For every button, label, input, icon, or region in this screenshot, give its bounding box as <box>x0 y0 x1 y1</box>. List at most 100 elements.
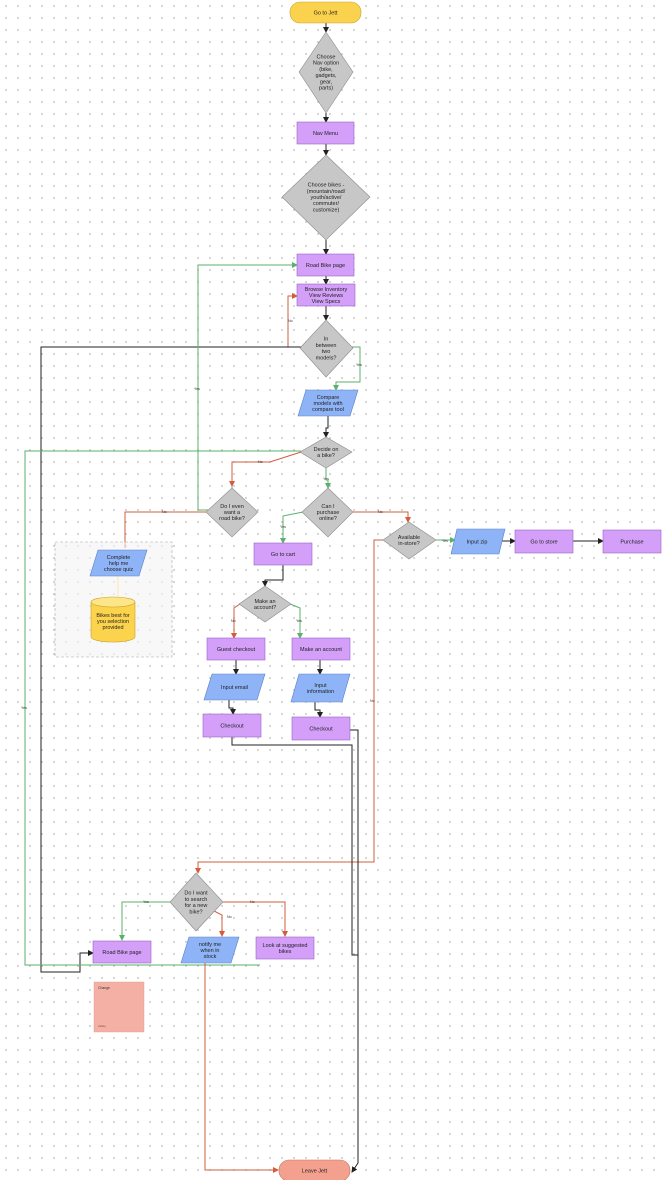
edges <box>24 23 604 1173</box>
edge-in-between-yes <box>333 346 361 391</box>
edge-can-purchase-no <box>352 511 411 523</box>
decision-choose-bikes[interactable]: Choose bikes -(mountain/road/youth/activ… <box>281 154 371 241</box>
process-purchase[interactable]: Purchase <box>602 529 662 554</box>
terminal-leave-jett[interactable]: Leave Jett <box>278 1159 351 1180</box>
node-label: Go to Jett <box>314 11 338 17</box>
sticky-note-title: Change <box>98 986 110 990</box>
edge-label-yes: Yes <box>194 387 200 391</box>
node-label: Choose bikes -(mountain/road/youth/activ… <box>307 183 346 214</box>
node-label: Road Bike page <box>306 263 345 269</box>
edge-compare-to-decide <box>323 416 329 438</box>
terminal-go-to-jett[interactable]: Go to Jett <box>289 1 362 24</box>
edge-can-purchase-yes <box>280 511 304 544</box>
edge-decide-yes <box>325 468 331 489</box>
edge-notify-to-leave <box>204 963 279 1173</box>
sticky-note-footer: Ashley <box>98 1024 106 1028</box>
edge-labels: No Yes No Yes Yes No Yes No Yes No Yes N… <box>21 319 448 919</box>
node-label: Nav Menu <box>313 131 338 137</box>
edge-decide-no <box>229 451 302 487</box>
edge-label-no: No <box>227 915 232 919</box>
process-make-an-account[interactable]: Make an account <box>291 637 351 661</box>
edge-available-no <box>195 539 383 874</box>
edge-label-no: No <box>162 510 167 514</box>
edge-label-yes: Yes <box>280 525 286 529</box>
edge-search-no-suggested <box>222 901 288 937</box>
edge-label-yes: Yes <box>143 900 149 904</box>
edge-label-yes: Yes <box>296 619 302 623</box>
edge-make-account-yes <box>289 603 303 639</box>
process-guest-checkout[interactable]: Guest checkout <box>206 637 266 661</box>
process-go-to-cart[interactable]: Go to cart <box>253 542 313 566</box>
process-nav-menu[interactable]: Nav Menu <box>296 121 355 145</box>
process-go-to-store[interactable]: Go to store <box>514 529 574 554</box>
node-label: Checkout <box>309 727 333 733</box>
io-input-zip[interactable]: Input zip <box>450 528 506 555</box>
edge-label-yes: Yes <box>21 706 27 710</box>
edge-decide-left-long <box>24 450 301 966</box>
edge-label-yes: Yes <box>323 477 329 481</box>
edge-label-no: No <box>288 319 293 323</box>
edge-cart-to-make-account-q <box>262 565 284 587</box>
edge-info-to-checkout <box>314 702 323 718</box>
node-label: Checkout <box>220 724 244 730</box>
edge-label-no: No <box>370 699 375 703</box>
edge-label-no: No <box>258 460 263 464</box>
edge-label-yes: Yes <box>356 363 362 367</box>
edge-label-no: No <box>378 510 383 514</box>
edge-do-i-even-yes <box>197 262 298 511</box>
edge-checkout2-to-leave <box>350 729 359 955</box>
node-label: Guest checkout <box>217 647 256 653</box>
node-label: Make an account <box>300 647 342 653</box>
node-label: Leave Jett <box>302 1169 328 1175</box>
edge-search-no-notify <box>211 909 225 937</box>
sticky-note[interactable]: Change Ashley <box>93 981 145 1033</box>
node-label: Purchase <box>620 540 643 546</box>
node-label: Road Bike page <box>102 950 141 956</box>
edge-label-yes: Yes <box>442 539 448 543</box>
node-label: Go to cart <box>271 552 296 558</box>
node-label: Go to store <box>530 540 557 546</box>
edge-do-i-even-no <box>124 511 206 548</box>
node-label: Input email <box>221 685 248 691</box>
process-road-bike-page[interactable]: Road Bike page <box>296 253 355 277</box>
edge-label-no: No <box>250 900 255 904</box>
process-road-bike-page-2[interactable]: Road Bike page <box>92 940 152 964</box>
io-input-email[interactable]: Input email <box>203 673 266 701</box>
edge-checkout1-to-leave <box>231 737 359 1173</box>
edge-in-between-left-long <box>40 346 301 973</box>
edge-search-yes <box>119 901 170 941</box>
node-label: Input zip <box>467 540 488 546</box>
process-checkout-account[interactable]: Checkout <box>291 716 351 741</box>
process-checkout-guest[interactable]: Checkout <box>202 713 262 738</box>
